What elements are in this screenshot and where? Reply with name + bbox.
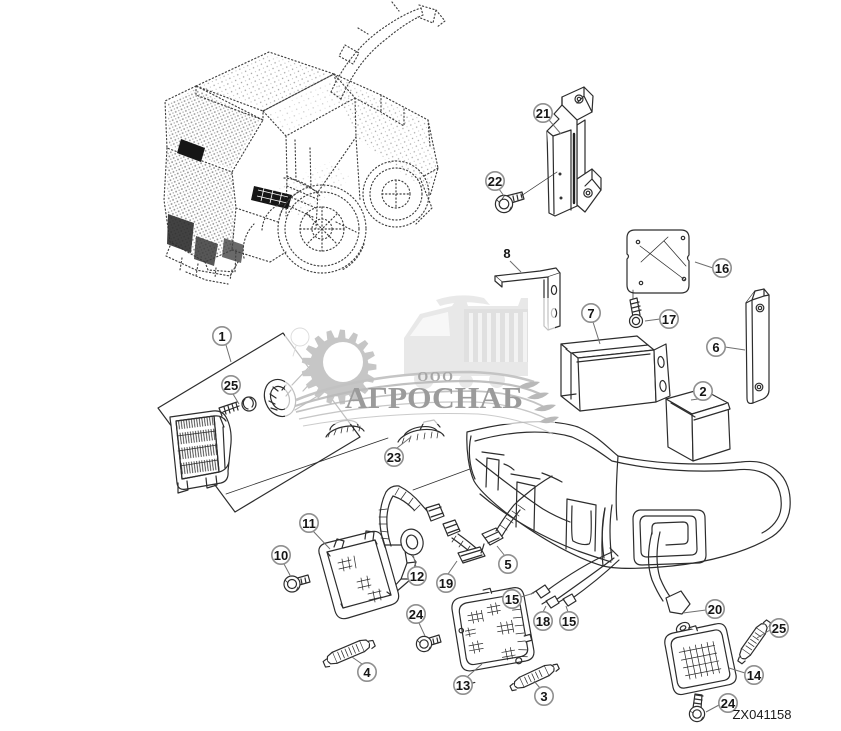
svg-text:17: 17 <box>662 312 676 327</box>
svg-text:16: 16 <box>715 261 729 276</box>
svg-text:1: 1 <box>218 329 225 344</box>
svg-text:4: 4 <box>363 665 371 680</box>
svg-text:10: 10 <box>274 548 288 563</box>
svg-text:3: 3 <box>540 689 547 704</box>
svg-text:25: 25 <box>772 621 786 636</box>
svg-text:22: 22 <box>488 174 502 189</box>
svg-text:25: 25 <box>224 378 238 393</box>
svg-text:18: 18 <box>536 614 550 629</box>
svg-text:7: 7 <box>587 306 594 321</box>
svg-text:24: 24 <box>409 607 424 622</box>
svg-text:11: 11 <box>302 516 316 531</box>
svg-text:ZX041158: ZX041158 <box>732 707 791 722</box>
svg-text:15: 15 <box>562 614 576 629</box>
svg-text:АГРОСНАБ: АГРОСНАБ <box>345 380 523 415</box>
svg-text:20: 20 <box>708 602 722 617</box>
svg-text:6: 6 <box>712 340 719 355</box>
svg-text:13: 13 <box>456 678 470 693</box>
svg-text:21: 21 <box>536 106 550 121</box>
svg-text:15: 15 <box>505 592 519 607</box>
svg-text:23: 23 <box>387 450 401 465</box>
svg-text:19: 19 <box>439 576 453 591</box>
svg-text:14: 14 <box>747 668 762 683</box>
svg-text:5: 5 <box>504 557 511 572</box>
svg-text:24: 24 <box>721 696 736 711</box>
svg-text:OOO: OOO <box>417 370 454 385</box>
svg-text:2: 2 <box>699 384 706 399</box>
svg-text:12: 12 <box>410 569 424 584</box>
svg-text:8: 8 <box>503 246 510 261</box>
